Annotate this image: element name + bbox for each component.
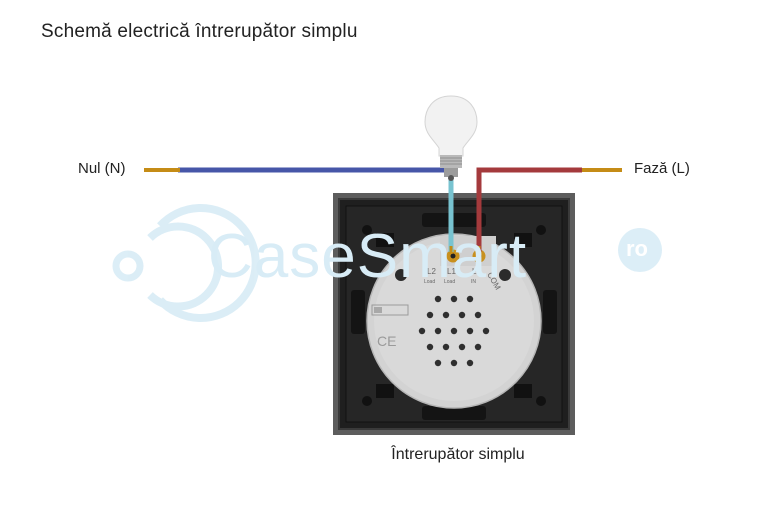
page-title: Schemă electrică întrerupător simplu — [41, 21, 358, 42]
watermark-badge: ro — [626, 236, 648, 261]
terminal-l2-label: L2 — [427, 267, 436, 276]
switch-module: L2 Load L1 Load L IN COM CE — [366, 233, 542, 409]
watermark-brand: CaseSmart — [208, 222, 528, 291]
terminal-hole-left — [395, 269, 407, 281]
terminal-l1-sublabel: Load — [444, 279, 455, 285]
switch-caption: Întrerupător simplu — [0, 446, 768, 464]
speaker-holes — [418, 295, 490, 367]
neutral-wire-label: Nul (N) — [78, 160, 126, 177]
terminal-hole-right — [499, 269, 511, 281]
terminal-l1-label: L1 — [447, 267, 456, 276]
switch-caption-text: Întrerupător simplu — [391, 446, 525, 463]
terminal-l-sublabel: IN — [471, 279, 476, 285]
phase-wire-label: Fază (L) — [634, 160, 690, 177]
light-bulb-icon — [424, 95, 478, 181]
ce-mark: CE — [377, 333, 396, 349]
terminal-l-label: L — [472, 267, 477, 276]
terminal-l2-sublabel: Load — [424, 279, 435, 285]
watermark-logo — [112, 204, 662, 322]
phase-wire — [476, 167, 582, 252]
